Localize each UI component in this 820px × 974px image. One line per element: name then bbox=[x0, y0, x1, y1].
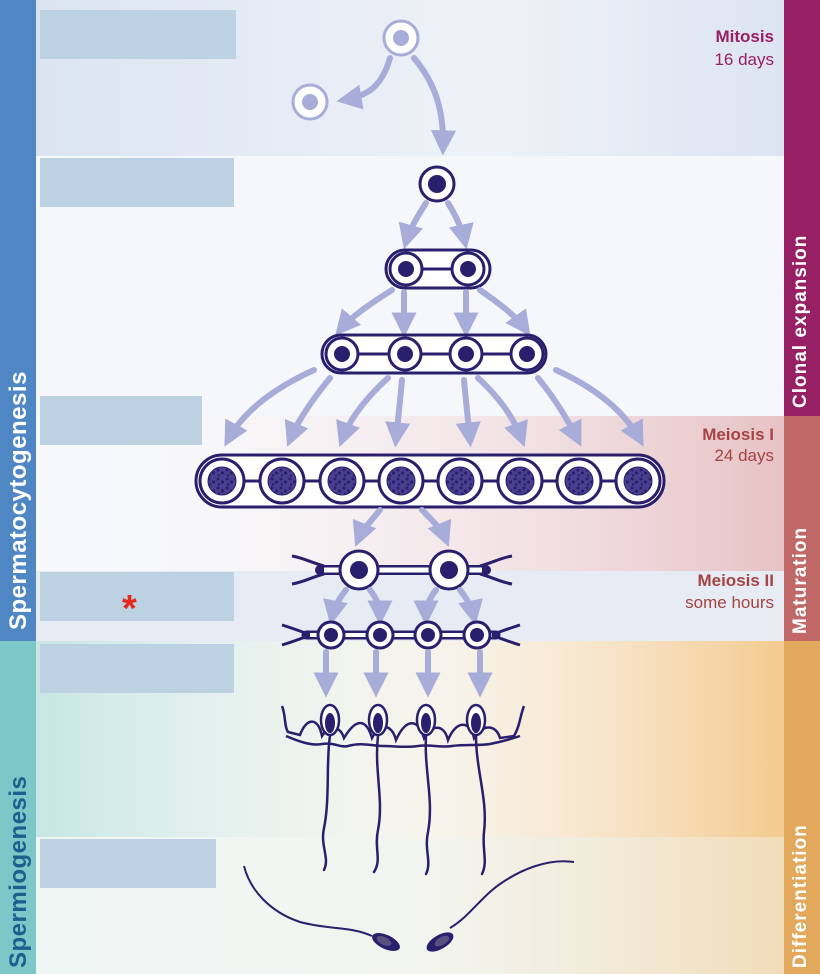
spermatogonium-type-b bbox=[420, 167, 454, 201]
band-label-clonal-expansion: Clonal expansion bbox=[790, 235, 812, 408]
four-cell-syncytium bbox=[322, 335, 546, 373]
band-label-maturation: Maturation bbox=[790, 527, 812, 634]
label-placeholder-5 bbox=[40, 644, 234, 693]
label-placeholder-2 bbox=[40, 158, 234, 207]
stage-title-meiosis-1: Meiosis I bbox=[702, 424, 774, 445]
band-label-spermiogenesis: Spermiogenesis bbox=[5, 776, 33, 968]
primary-spermatocyte-syncytium bbox=[196, 455, 664, 507]
asterisk-marker: * bbox=[122, 590, 137, 628]
band-label-spermatocytogenesis: Spermatocytogenesis bbox=[5, 371, 33, 630]
two-cell-syncytium bbox=[386, 250, 490, 288]
stage-duration-mitosis: 16 days bbox=[714, 49, 774, 70]
band-label-differentiation: Differentiation bbox=[790, 824, 812, 968]
stage-title-mitosis: Mitosis bbox=[715, 26, 774, 47]
stage-duration-meiosis-2: some hours bbox=[685, 592, 774, 613]
label-placeholder-1 bbox=[40, 10, 236, 59]
label-placeholder-6 bbox=[40, 839, 216, 888]
stage-duration-meiosis-1: 24 days bbox=[714, 445, 774, 466]
stem-cell-renewed bbox=[293, 85, 327, 119]
label-placeholder-4 bbox=[40, 572, 234, 621]
stage-title-meiosis-2: Meiosis II bbox=[697, 570, 774, 591]
stem-cell-dividing bbox=[384, 21, 418, 55]
label-placeholder-3 bbox=[40, 396, 202, 445]
